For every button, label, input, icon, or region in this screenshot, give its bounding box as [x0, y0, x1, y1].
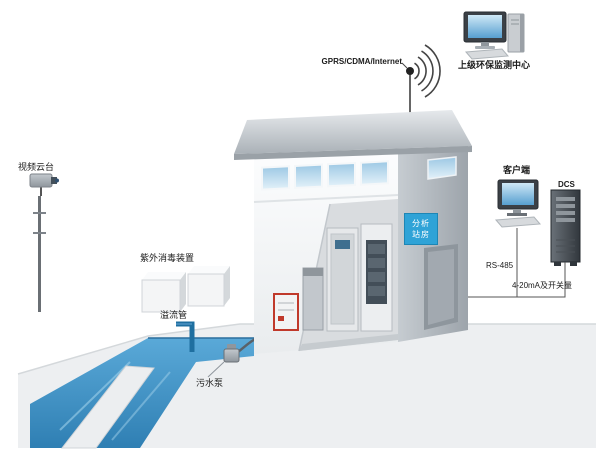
equipment-cabinet-2 — [360, 223, 393, 332]
uv-box-2 — [187, 266, 230, 307]
analog-signal-label: 4-20mA及开关量 — [512, 281, 573, 290]
analog-line — [517, 262, 566, 298]
monitor-center-pc-icon — [463, 11, 525, 60]
control-box-red — [273, 293, 299, 331]
uv-disinfection-unit — [141, 266, 230, 313]
equipment-cabinet-small — [302, 267, 324, 331]
uv-box-1 — [141, 272, 186, 313]
analysis-station-sign: 分析站房 — [404, 213, 438, 245]
antenna-icon — [401, 62, 414, 75]
side-window — [427, 156, 457, 180]
overflow-label: 溢流管 — [160, 310, 188, 320]
overflow-pipe — [176, 321, 195, 352]
video-camera-pole — [29, 173, 59, 312]
roof — [234, 110, 472, 160]
client-label: 客户端 — [503, 165, 531, 175]
connection-lines — [468, 228, 566, 298]
client-pc-icon — [494, 179, 542, 228]
camera-icon — [29, 173, 59, 188]
interior-floor — [299, 334, 398, 351]
water-channel — [30, 337, 254, 449]
dcs-label: DCS — [558, 180, 575, 189]
channel-divider — [60, 365, 155, 449]
analysis-station-building — [234, 72, 472, 354]
rs485-label: RS-485 — [486, 261, 514, 270]
equipment-cabinet-1 — [326, 227, 359, 332]
side-door — [424, 244, 458, 330]
uv-label: 紫外消毒装置 — [140, 253, 195, 263]
pump-label: 污水泵 — [196, 378, 224, 388]
dcs-server-icon — [550, 189, 581, 266]
camera-label: 视频云台 — [18, 162, 55, 172]
monitor-center-label: 上级环保监测中心 — [458, 60, 531, 70]
wireless-signal-arcs — [414, 44, 441, 98]
front-windows — [253, 160, 399, 203]
gprs-link-label: GPRS/CDMA/Internet — [321, 57, 402, 66]
